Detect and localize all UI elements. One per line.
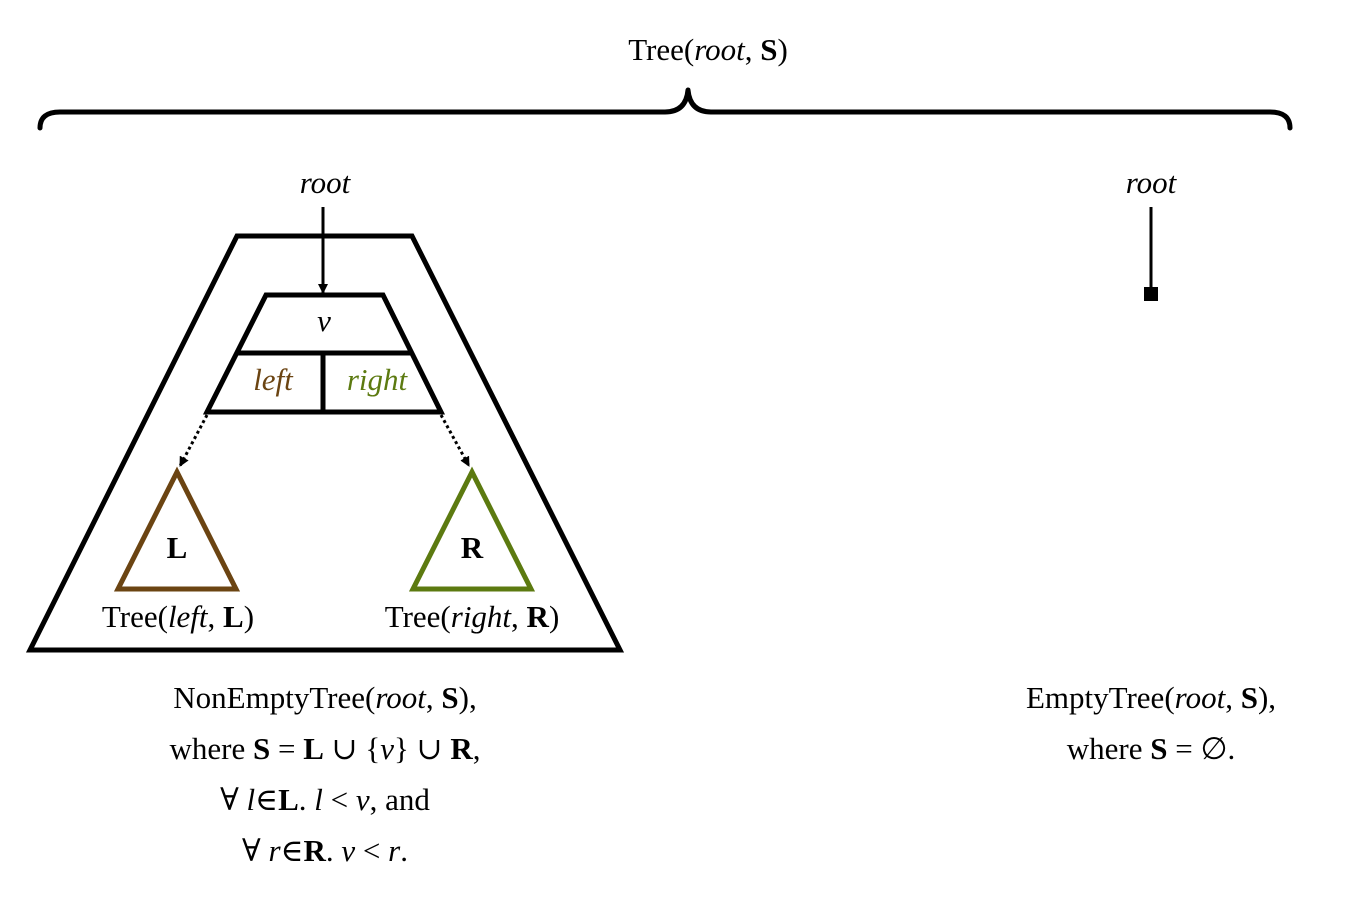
nonempty-root-label: root — [300, 165, 352, 200]
left-subtree-triangle — [113, 466, 241, 592]
node-box — [202, 292, 446, 415]
nonempty-desc-line3: ∀ l∈L. l < v, and — [220, 782, 430, 817]
right-subtree-triangle — [408, 466, 536, 592]
node-right-field: right — [347, 362, 409, 397]
left-pointer-arrow — [178, 414, 209, 467]
nonempty-desc-line1: NonEmptyTree(root, S), — [173, 680, 476, 715]
node-value: v — [317, 303, 331, 338]
node-left-field: left — [253, 362, 294, 397]
empty-desc-line2: where S = ∅. — [1067, 731, 1235, 766]
top-title: Tree(root, S) — [628, 32, 788, 67]
nonempty-desc-line2: where S = L ∪ {v} ∪ R, — [169, 731, 480, 766]
nonempty-desc-line4: ∀ r∈R. v < r. — [242, 833, 408, 868]
empty-desc-line1: EmptyTree(root, S), — [1026, 680, 1276, 715]
left-subtree-caption: Tree(left, L) — [102, 599, 254, 634]
overarching-brace — [37, 87, 1293, 131]
right-pointer-arrow — [439, 414, 471, 467]
null-terminator — [1144, 287, 1158, 301]
right-subtree-caption: Tree(right, R) — [385, 599, 560, 634]
nonempty-tree-outline — [25, 233, 625, 653]
right-subtree-label: R — [461, 530, 484, 565]
left-subtree-label: L — [167, 530, 188, 565]
empty-root-label: root — [1126, 165, 1178, 200]
